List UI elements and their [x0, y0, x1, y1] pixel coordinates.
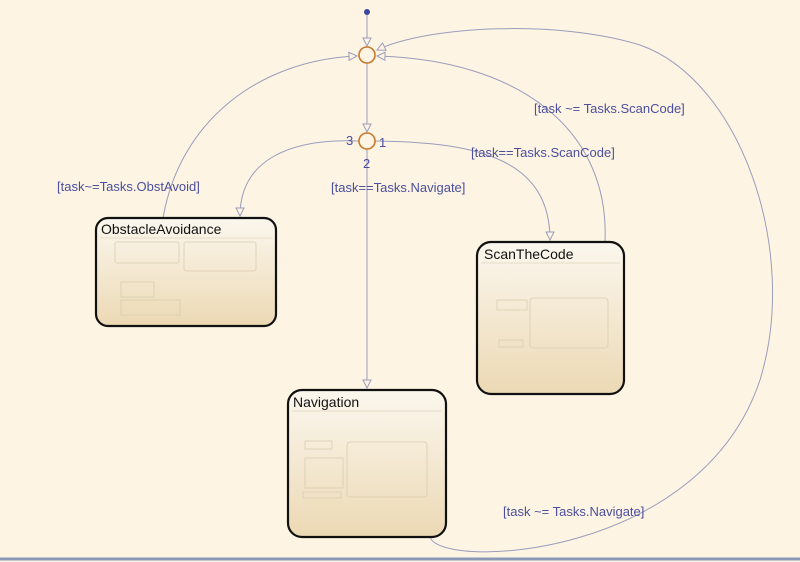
state-obstacleavoidance[interactable]: ObstacleAvoidance: [94, 216, 278, 328]
state-scanthecode[interactable]: ScanTheCode: [475, 240, 626, 396]
transition-to-scanthecode[interactable]: [374, 140, 550, 240]
junction-decision[interactable]: [358, 132, 376, 150]
label-obst-avoid[interactable]: [task~=Tasks.ObstAvoid]: [57, 179, 200, 194]
state-name: ScanTheCode: [484, 246, 574, 262]
state-name: ObstacleAvoidance: [101, 221, 222, 237]
state-navigation[interactable]: Navigation: [286, 388, 448, 539]
junction-order-3: 3: [346, 133, 353, 148]
state-name: Navigation: [293, 394, 359, 410]
junction-order-2: 2: [363, 156, 370, 171]
transition-scanthecode-return[interactable]: [377, 56, 606, 243]
transition-navigation-return[interactable]: [377, 28, 773, 553]
junction-top[interactable]: [358, 46, 376, 64]
label-scan-code[interactable]: [task==Tasks.ScanCode]: [471, 145, 615, 160]
default-transition-dot: [364, 9, 370, 15]
label-not-navigate[interactable]: [task ~= Tasks.Navigate]: [503, 504, 644, 519]
label-not-scan-code[interactable]: [task ~= Tasks.ScanCode]: [534, 101, 685, 116]
transition-obstacleavoidance-return[interactable]: [162, 56, 357, 219]
transition-to-obstacleavoidance[interactable]: [240, 140, 360, 216]
label-navigate[interactable]: [task==Tasks.Navigate]: [331, 180, 465, 195]
junction-order-1: 1: [379, 135, 386, 150]
